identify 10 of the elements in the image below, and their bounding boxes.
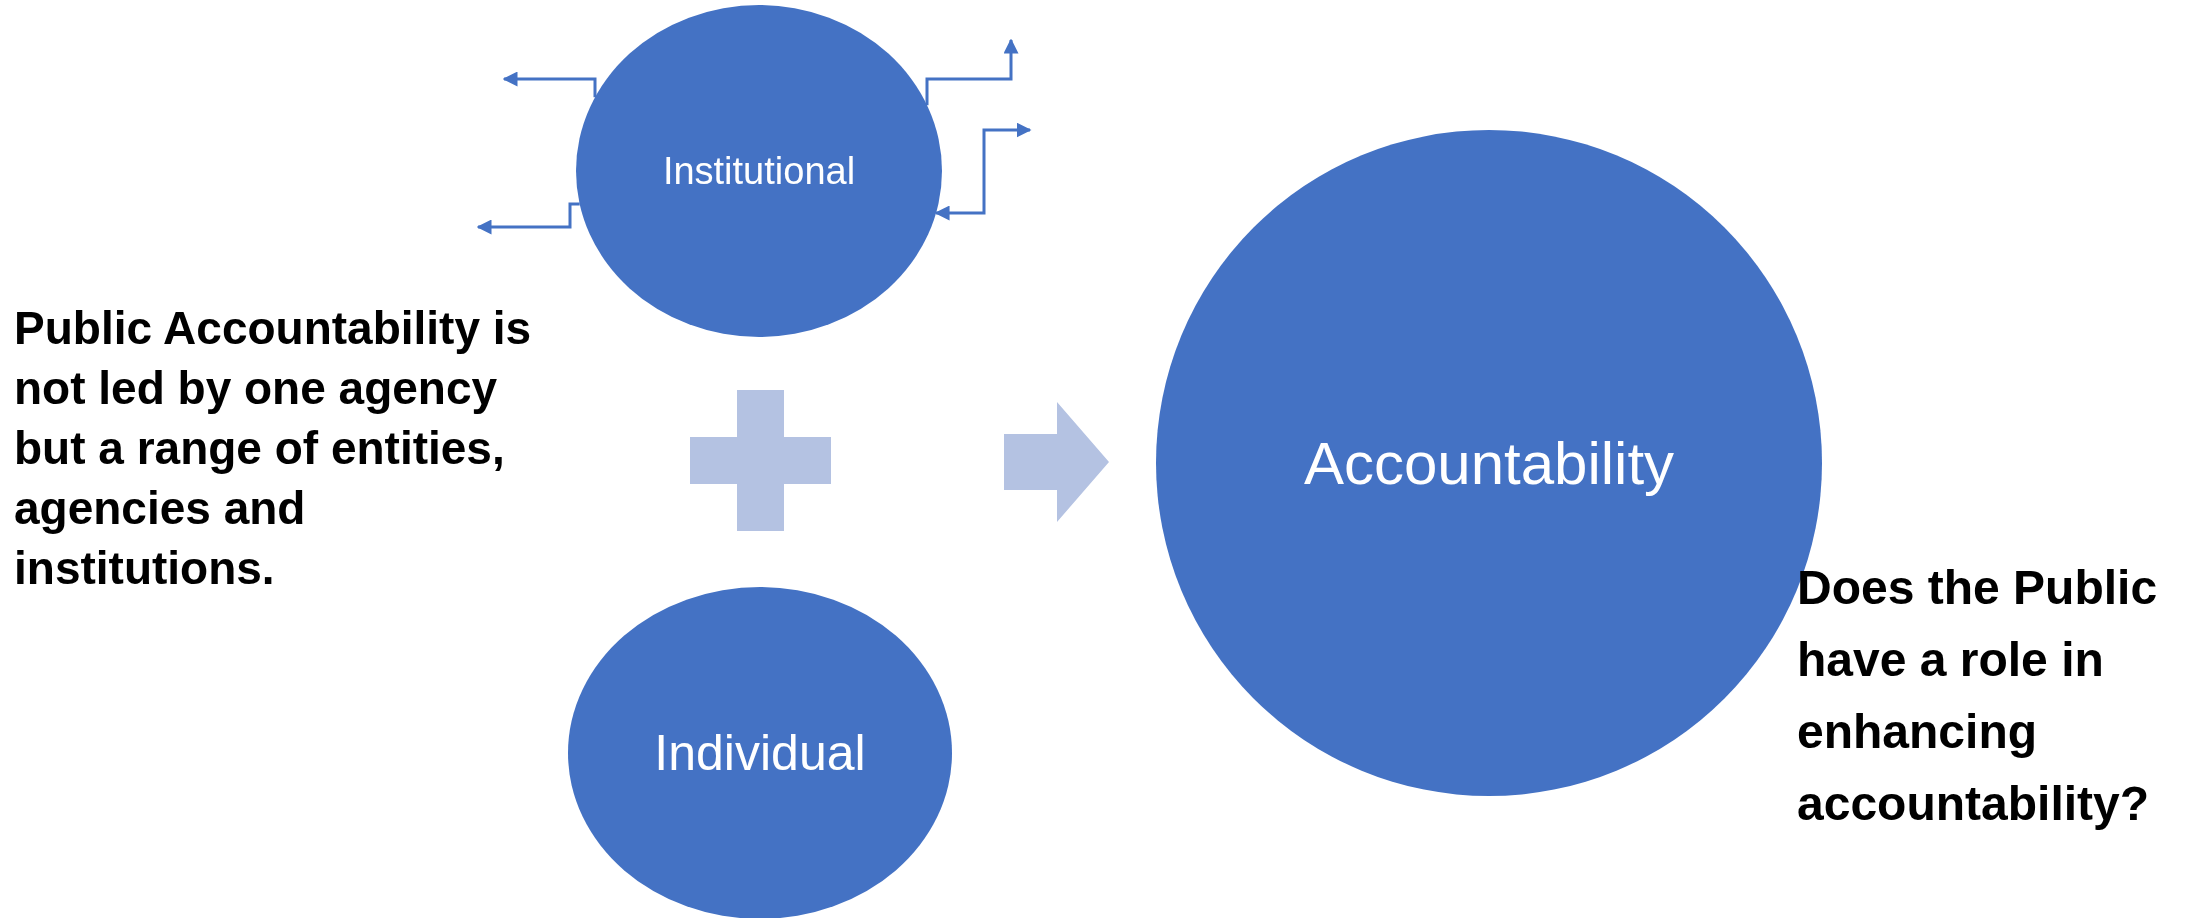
- block-arrow: [1004, 402, 1109, 522]
- node-label: Accountability: [1303, 428, 1675, 498]
- node-label: Institutional: [662, 149, 856, 193]
- elbow-arrow: [502, 71, 597, 98]
- elbow-arrow: [934, 122, 1032, 221]
- note-text: Public Accountability is not led by one agency but a range of entities, agencies and institutions.: [14, 301, 533, 596]
- node-label: Individual: [654, 724, 866, 782]
- elbow-arrow: [476, 202, 580, 235]
- elbow-arrow: [925, 38, 1019, 106]
- note-text: Does the Public have a role in enhancing accountability?: [1797, 560, 2159, 832]
